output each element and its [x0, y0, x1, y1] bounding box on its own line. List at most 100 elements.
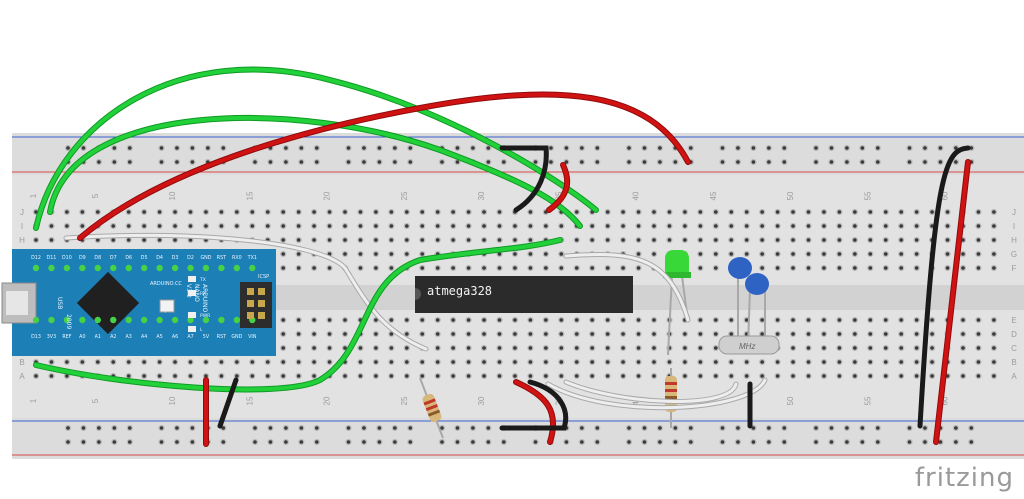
breadboard-hole-center — [219, 374, 224, 378]
breadboard-hole-center — [683, 374, 687, 378]
breadboard-hole-center — [34, 238, 38, 242]
rail-hole-center — [533, 160, 538, 164]
breadboard-hole-center — [744, 318, 749, 322]
nano-pin-label: A6 — [172, 334, 178, 340]
breadboard-hole-center — [34, 374, 38, 378]
wire-white-4-core — [546, 378, 767, 410]
breadboard-hole-center — [621, 224, 625, 228]
nano-pin-top — [140, 264, 148, 272]
breadboard-hole-center — [312, 266, 316, 270]
breadboard-hole-center — [312, 224, 316, 228]
rail-hole-center — [845, 426, 849, 430]
breadboard-hole-center — [868, 346, 873, 350]
capacitor-2 — [745, 273, 769, 295]
rail-hole-center — [455, 146, 460, 150]
breadboard-hole-center — [652, 318, 656, 322]
breadboard-hole-center — [636, 210, 641, 214]
breadboard-hole-center — [281, 374, 286, 378]
breadboard-hole-center — [219, 210, 224, 214]
breadboard-hole-center — [868, 224, 873, 228]
breadboard-hole-center — [636, 374, 641, 378]
wire-red-5-core — [934, 160, 970, 444]
breadboard-hole-center — [883, 360, 888, 364]
rail-hole-center — [346, 160, 351, 164]
breadboard-hole-center — [528, 360, 533, 364]
breadboard-hole-center — [111, 238, 116, 242]
breadboard-hole-center — [312, 360, 316, 364]
breadboard-hole-center — [435, 318, 440, 322]
breadboard-hole-center — [281, 224, 286, 228]
rail-hole-center — [346, 426, 351, 430]
breadboard-hole-center — [853, 346, 857, 350]
icsp-pin — [247, 312, 254, 319]
breadboard-hole-center — [899, 318, 903, 322]
breadboard-hole-center — [528, 252, 533, 256]
nano-pin-label: A0 — [79, 334, 85, 340]
breadboard-hole-center — [80, 360, 85, 364]
breadboard-hole-center — [497, 346, 502, 350]
breadboard-hole-center — [590, 266, 594, 270]
breadboard-hole-center — [559, 374, 564, 378]
breadboard-hole-center — [822, 224, 826, 228]
breadboard-hole-center — [868, 210, 873, 214]
rail-hole-center — [580, 146, 584, 150]
breadboard-hole-center — [729, 318, 734, 322]
breadboard-hole-center — [420, 360, 425, 364]
rail-hole-center — [642, 426, 647, 430]
nano-pin-top — [249, 264, 256, 272]
breadboard-hole-center — [343, 224, 347, 228]
rail-hole-center — [112, 146, 117, 150]
breadboard-hole-center — [605, 238, 610, 242]
breadboard-hole-center — [590, 238, 594, 242]
breadboard-hole-center — [574, 360, 579, 364]
breadboard-hole-center — [281, 238, 286, 242]
nano-pin-label: D5 — [141, 255, 148, 261]
breadboard-hole-center — [976, 210, 981, 214]
breadboard-hole-center — [729, 252, 734, 256]
wire-green-1-core — [34, 67, 598, 230]
breadboard-hole-center — [729, 332, 734, 336]
rail-hole-center — [689, 440, 693, 444]
rail-hole-center — [829, 426, 834, 430]
breadboard-hole-center — [235, 224, 239, 228]
breadboard-hole-center — [744, 374, 749, 378]
column-number: 45 — [709, 396, 718, 405]
breadboard-hole-center — [899, 266, 903, 270]
breadboard-hole-center — [204, 360, 208, 364]
breadboard-hole-center — [914, 360, 919, 364]
breadboard-hole-center — [327, 266, 332, 270]
breadboard-hole-center — [466, 210, 471, 214]
breadboard-hole-center — [142, 360, 146, 364]
rail-hole-center — [767, 146, 771, 150]
breadboard-hole-center — [992, 210, 996, 214]
breadboard-hole-center — [528, 224, 533, 228]
nano-pin-label: D13 — [31, 334, 41, 340]
breadboard-hole-center — [188, 360, 193, 364]
breadboard-hole-center — [358, 360, 363, 364]
breadboard-hole-center — [667, 238, 672, 242]
breadboard-hole-center — [374, 332, 378, 336]
row-letter: E — [1011, 316, 1016, 325]
breadboard-hole-center — [405, 252, 409, 256]
rail-hole-center — [876, 160, 880, 164]
crystal: MHz — [718, 335, 780, 355]
breadboard-hole-center — [435, 266, 440, 270]
breadboard-hole-center — [914, 332, 919, 336]
breadboard-hole-center — [899, 210, 903, 214]
breadboard-hole-center — [374, 224, 378, 228]
nano-pin-label: RST — [217, 255, 226, 261]
nano-leds — [159, 276, 196, 332]
rail-hole-center — [253, 160, 257, 164]
led-pwr — [188, 312, 196, 318]
rail-hole-center — [377, 440, 382, 444]
breadboard-hole-center — [883, 252, 888, 256]
rail-hole-center — [876, 146, 880, 150]
column-number: 50 — [786, 191, 795, 200]
breadboard-hole-center — [281, 346, 286, 350]
breadboard-hole-center — [914, 318, 919, 322]
breadboard-hole-center — [343, 346, 347, 350]
rail-hole-center — [455, 440, 460, 444]
atmega-chip — [415, 276, 633, 313]
breadboard-hole-center — [497, 374, 502, 378]
wire-green-2-core — [48, 115, 582, 228]
